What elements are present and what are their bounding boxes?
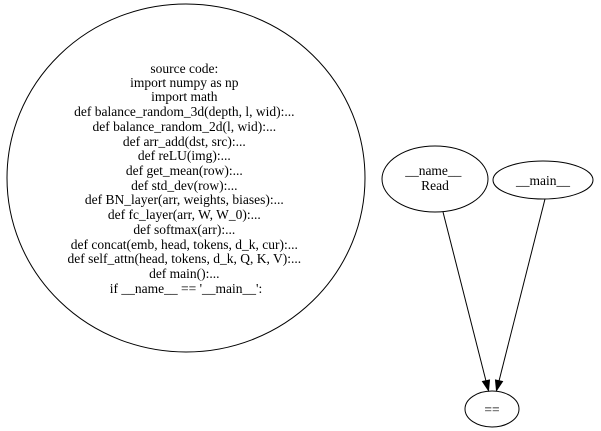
source-code-line: def arr_add(dst, src):... — [123, 134, 246, 149]
arrowhead-icon — [481, 379, 491, 392]
edge-line — [498, 198, 546, 382]
source-code-node[interactable]: source code: import numpy as np import m… — [6, 3, 366, 353]
source-code-line: def softmax(arr):... — [133, 222, 235, 237]
source-code-node-shape — [6, 3, 366, 353]
name-read-line: Read — [421, 178, 449, 193]
name-read-node-label: __name__ Read — [404, 163, 465, 193]
name-read-line: __name__ — [404, 163, 461, 178]
main-string-node[interactable]: __main__ — [492, 160, 594, 200]
source-code-line: def self_attn(head, tokens, d_k, Q, K, V… — [67, 251, 301, 266]
equals-node[interactable]: == — [464, 390, 520, 428]
equals-node-label: == — [484, 402, 499, 417]
source-code-line: def std_dev(row):... — [131, 178, 237, 193]
main-string-line: __main__ — [515, 173, 570, 188]
source-code-line: def reLU(img):... — [138, 148, 231, 163]
name-read-node[interactable]: __name__ Read — [381, 145, 489, 213]
equals-line: == — [484, 402, 499, 417]
source-code-line: def concat(emb, head, tokens, d_k, cur):… — [71, 237, 298, 252]
source-code-line: if __name__ == '__main__': — [110, 281, 262, 296]
source-code-line: def get_mean(row):... — [126, 163, 243, 178]
arrowhead-icon — [494, 379, 504, 392]
main-string-node-shape — [492, 160, 594, 200]
edge-main-to-equals — [494, 198, 546, 392]
source-code-line: def main():... — [149, 266, 219, 281]
source-code-line: def fc_layer(arr, W, W_0):... — [108, 207, 261, 222]
edge-line — [442, 211, 487, 382]
source-code-line: source code: — [150, 61, 218, 76]
source-code-node-label: source code: import numpy as np import m… — [67, 61, 304, 296]
source-code-line: import numpy as np — [130, 75, 239, 90]
edge-name-read-to-equals — [442, 211, 491, 392]
source-code-line: import math — [151, 89, 218, 104]
equals-node-shape — [464, 390, 520, 428]
main-string-node-label: __main__ — [515, 173, 570, 188]
name-read-node-shape — [381, 145, 489, 213]
source-code-line: def BN_layer(arr, weights, biases):... — [85, 192, 284, 207]
source-code-line: def balance_random_3d(depth, l, wid):... — [74, 104, 294, 119]
source-code-line: def balance_random_2d(l, wid):... — [92, 119, 276, 134]
